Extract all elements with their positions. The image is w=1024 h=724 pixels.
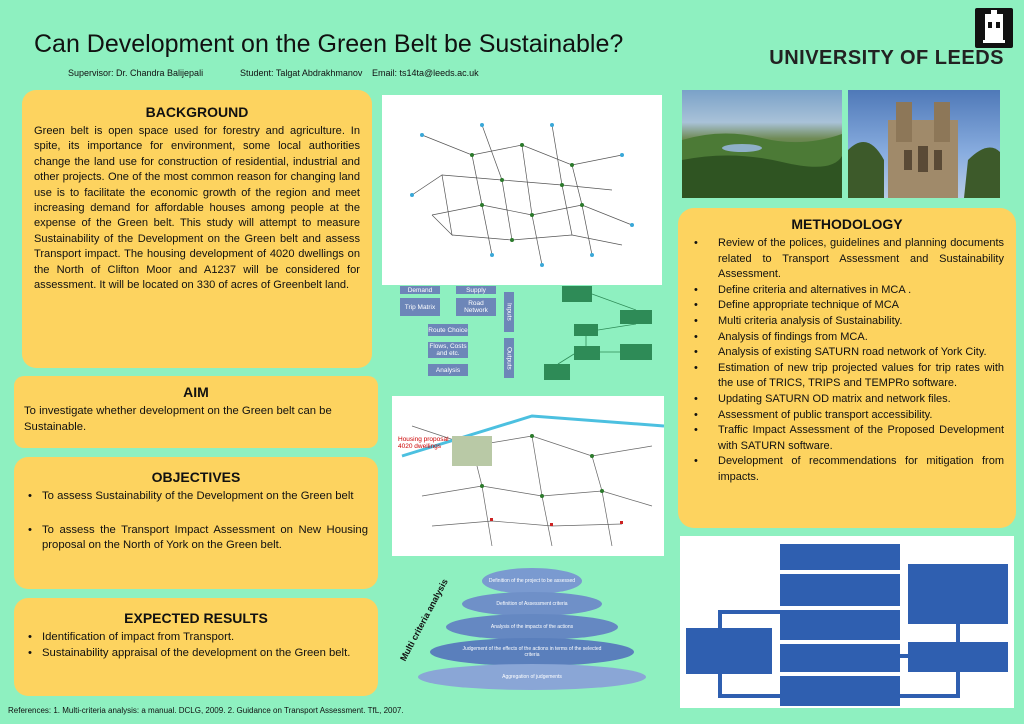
methodology-item: Multi criteria analysis of Sustainabilit… [690,314,1004,330]
transport-assessment-flow-figure [680,536,1014,708]
route-choice-box: Route Choice [428,324,468,336]
objectives-heading: OBJECTIVES [151,469,241,485]
cathedral-photo [848,90,1000,198]
mca-layer: Analysis of the impacts of the actions [446,614,618,640]
road-network-box: Road Network [456,298,496,316]
methodology-section: METHODOLOGY Review of the polices, guide… [678,208,1016,528]
university-crest-icon [975,8,1013,48]
housing-proposal-map: Housing proposal 4020 dwellings [392,396,665,556]
expected-result-item: Sustainability appraisal of the developm… [24,646,368,662]
student-credit: Student: Talgat Abdrakhmanov [240,68,363,78]
background-heading: BACKGROUND [145,104,249,120]
inputs-label: Inputs [504,292,514,332]
aim-text: To investigate whether development on th… [24,405,332,433]
countryside-photo [682,90,842,198]
university-name: UNIVERSITY OF LEEDS [769,47,1004,69]
expected-results-section: EXPECTED RESULTS Identification of impac… [14,598,378,696]
mca-layer: Judgement of the effects of the actions … [430,638,634,666]
methodology-item: Traffic Impact Assessment of the Propose… [690,423,1004,454]
housing-proposal-label: Housing proposal 4020 dwellings [398,436,449,450]
saturn-network-figure [382,95,662,285]
mca-layer-label: Analysis of the impacts of the actions [490,624,574,630]
aim-heading: AIM [183,384,209,400]
objectives-section: OBJECTIVES To assess Sustainability of t… [14,457,378,589]
objective-item: To assess Sustainability of the Developm… [24,489,368,505]
methodology-item: Development of recommendations for mitig… [690,454,1004,485]
methodology-heading: METHODOLOGY [791,216,903,232]
expected-results-heading: EXPECTED RESULTS [124,610,268,626]
trip-matrix-box: Trip Matrix [400,298,440,316]
aim-section: AIM To investigate whether development o… [14,376,378,448]
background-section: BACKGROUND Green belt is open space used… [22,90,372,368]
methodology-item: Review of the polices, guidelines and pl… [690,236,1004,283]
mca-layer-label: Aggregation of judgements [502,674,562,680]
demand-label: Demand [400,286,440,294]
mca-layer: Definition of Assessment criteria [462,592,602,616]
supervisor-credit: Supervisor: Dr. Chandra Balijepali [68,68,204,78]
methodology-item: Estimation of new trip projected values … [690,361,1004,392]
analysis-box: Analysis [428,364,468,376]
mca-layer-label: Judgement of the effects of the actions … [462,646,602,658]
expected-result-item: Identification of impact from Transport. [24,630,368,646]
methodology-item: Analysis of findings from MCA. [690,330,1004,346]
mca-pyramid-figure: Multi criteria analysis Definition of th… [398,558,666,698]
mca-layer: Aggregation of judgements [418,664,646,690]
references: References: 1. Multi-criteria analysis: … [8,706,404,715]
poster-title: Can Development on the Green Belt be Sus… [34,30,624,58]
transport-model-flow-figure: Demand Supply Trip Matrix Road Network R… [392,284,524,388]
methodology-item: Updating SATURN OD matrix and network fi… [690,392,1004,408]
methodology-item: Define appropriate technique of MCA [690,298,1004,314]
email-credit: Email: ts14ta@leeds.ac.uk [372,68,479,78]
flows-box: Flows, Costs and etc. [428,342,468,358]
background-text: Green belt is open space used for forest… [34,125,360,292]
methodology-item: Analysis of existing SATURN road network… [690,345,1004,361]
supply-label: Supply [456,286,496,294]
methodology-item: Define criteria and alternatives in MCA … [690,283,1004,299]
outputs-label: Outputs [504,338,514,378]
objective-item: To assess the Transport Impact Assessmen… [24,523,368,554]
methodology-item: Assessment of public transport accessibi… [690,408,1004,424]
mca-layer-label: Definition of the project to be assessed [488,578,576,584]
mca-layer-label: Definition of Assessment criteria [496,601,568,607]
mca-layer: Definition of the project to be assessed [482,568,582,594]
mitigation-flow-figure [540,284,660,384]
